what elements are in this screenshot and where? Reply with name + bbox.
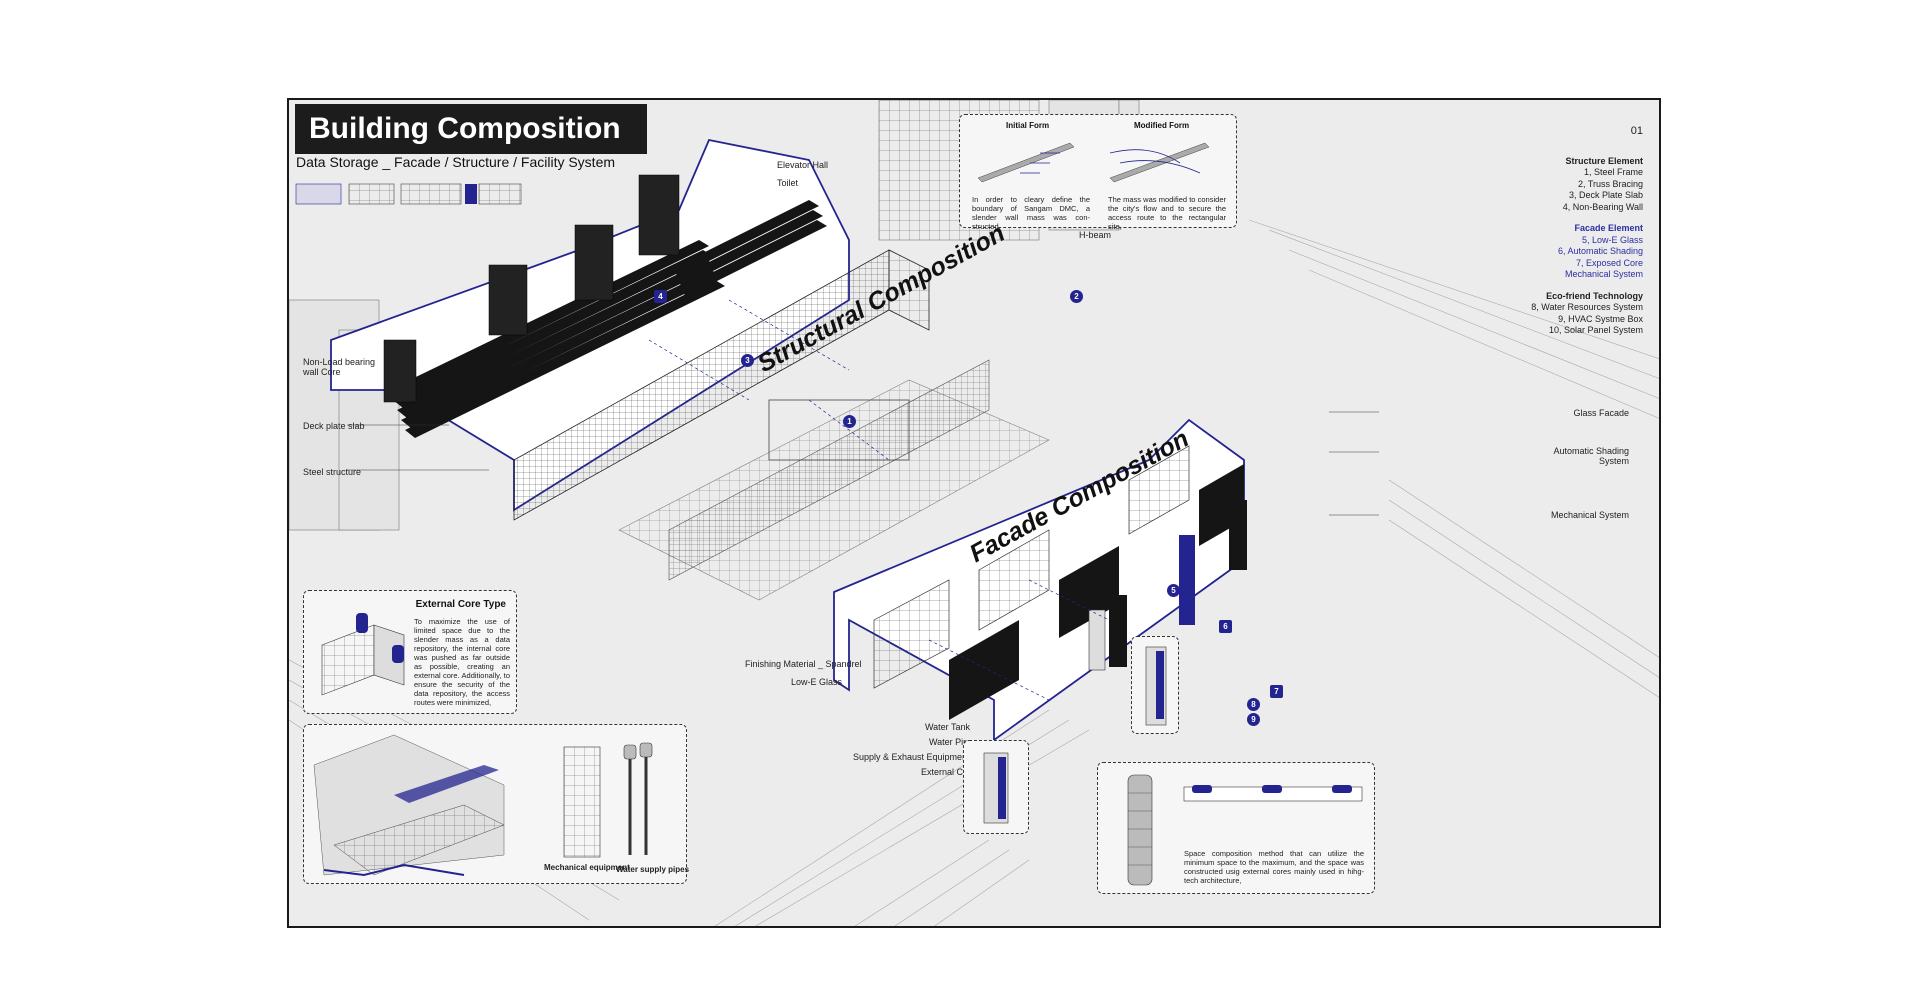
- label-external-core: External Core: [921, 767, 977, 777]
- initial-form-text: In order to cleary define the boundary o…: [972, 195, 1090, 231]
- plaza-grid: [618, 359, 1050, 601]
- marker-5: 5: [1167, 584, 1180, 597]
- equipment-diagram: [313, 734, 653, 877]
- modified-form-text: The mass was modified to consider the ci…: [1108, 195, 1226, 231]
- legend-item: 8, Water Resources System: [1531, 302, 1643, 312]
- external-core-diagram: [321, 613, 405, 696]
- marker-3: 3: [741, 354, 754, 367]
- page-title: Building Composition: [295, 104, 647, 154]
- core-detail-panel-1: [1131, 636, 1179, 734]
- label-finishing-material: Finishing Material _ Spandrel: [745, 659, 862, 669]
- marker-9: 9: [1247, 713, 1260, 726]
- external-core-stacks: [1088, 500, 1247, 671]
- label-automatic-shading: Automatic Shading System: [1553, 446, 1629, 466]
- label-glass-facade: Glass Facade: [1573, 408, 1629, 418]
- legend-item: 3, Deck Plate Slab: [1568, 190, 1643, 200]
- legend-eco-heading: Eco-friend Technology: [1546, 290, 1643, 301]
- drawing-sheet: Building Composition Data Storage _ Faca…: [287, 98, 1661, 928]
- core-detail-panel-2: [963, 740, 1029, 834]
- marker-8: 8: [1247, 698, 1260, 711]
- water-supply-pipes-label: Water supply pipes: [616, 865, 690, 874]
- space-composition-text: Space composition method that can utiliz…: [1184, 849, 1364, 885]
- marker-6: 6: [1219, 620, 1232, 633]
- marker-4: 4: [654, 290, 667, 303]
- page-subtitle: Data Storage _ Facade / Structure / Faci…: [296, 154, 616, 170]
- leader-lines: [648, 299, 1110, 701]
- deck-slabs: [389, 200, 827, 438]
- mechanical-equipment-label: Mechanical equipment: [544, 863, 630, 872]
- label-mechanical-system: Mechanical System: [1550, 510, 1629, 520]
- label-h-beam: H-beam: [1079, 230, 1112, 240]
- facade-panels: [873, 445, 1244, 720]
- legend-item: 5, Low-E Glass: [1581, 234, 1643, 245]
- label-steel-structure: Steel structure: [303, 467, 362, 477]
- label-elevator-hall: Elevator Hall: [777, 160, 829, 170]
- label-non-load-wall-core: Non-Load bearing wall Core: [303, 357, 376, 377]
- form-panel: Initial Form Modified Form In order to c…: [959, 114, 1237, 231]
- initial-form-title: Initial Form: [1006, 121, 1050, 130]
- external-core-panel: External Core Type To maximize the use o…: [303, 590, 517, 714]
- legend-facade-heading: Facade Element: [1574, 223, 1643, 233]
- legend-structure-heading: Structure Element: [1565, 155, 1643, 166]
- form-diagrams: [977, 142, 1210, 183]
- core-detail-diagram-2: [983, 752, 1009, 824]
- legend-eco: Eco-friend Technology 8, Water Resources…: [1503, 291, 1643, 337]
- small-cores: [383, 174, 680, 403]
- legend-item: 1, Steel Frame: [1583, 167, 1643, 177]
- legend-item: 10, Solar Panel System: [1548, 325, 1643, 335]
- legend-item: Mechanical System: [1564, 269, 1643, 279]
- label-supply-exhaust: Supply & Exhaust Equipment: [853, 752, 970, 762]
- marker-2: 2: [1070, 290, 1083, 303]
- label-low-e-glass: Low-E Glass: [791, 677, 843, 687]
- external-core-text: To maximize the use of limited space due…: [414, 617, 510, 707]
- legend-item: 2, Truss Bracing: [1577, 178, 1643, 189]
- space-composition-panel: Space composition method that can utiliz…: [1097, 762, 1375, 894]
- legend-facade: Facade Element 5, Low-E Glass 6, Automat…: [1503, 223, 1643, 281]
- marker-1: 1: [843, 415, 856, 428]
- label-water-pipes: Water Pipes: [929, 737, 978, 747]
- label-toilet: Toilet: [777, 178, 799, 188]
- steel-frame: [513, 249, 930, 521]
- equipment-panel: Mechanical equipment Water supply pipes: [303, 724, 690, 884]
- external-core-title: External Core Type: [415, 599, 506, 610]
- legend: 01 Structure Element 1, Steel Frame 2, T…: [1503, 125, 1643, 347]
- label-water-tank: Water Tank: [925, 722, 971, 732]
- legend-structure: Structure Element 1, Steel Frame 2, Trus…: [1503, 156, 1643, 214]
- legend-item: 9, HVAC Systme Box: [1558, 313, 1643, 324]
- core-detail-diagram-1: [1145, 646, 1167, 726]
- legend-item: 6, Automatic Shading: [1557, 246, 1643, 256]
- label-deck-plate-slab: Deck plate slab: [303, 421, 365, 431]
- legend-item: 4, Non-Bearing Wall: [1562, 201, 1643, 212]
- modified-form-title: Modified Form: [1134, 121, 1190, 130]
- legend-item: 7, Exposed Core: [1575, 257, 1643, 268]
- elevation-thumbnails: [295, 183, 522, 205]
- callout-lines: [347, 411, 1379, 516]
- page-number: 01: [1630, 125, 1643, 137]
- marker-7: 7: [1270, 685, 1283, 698]
- space-composition-diagram: [1127, 774, 1363, 886]
